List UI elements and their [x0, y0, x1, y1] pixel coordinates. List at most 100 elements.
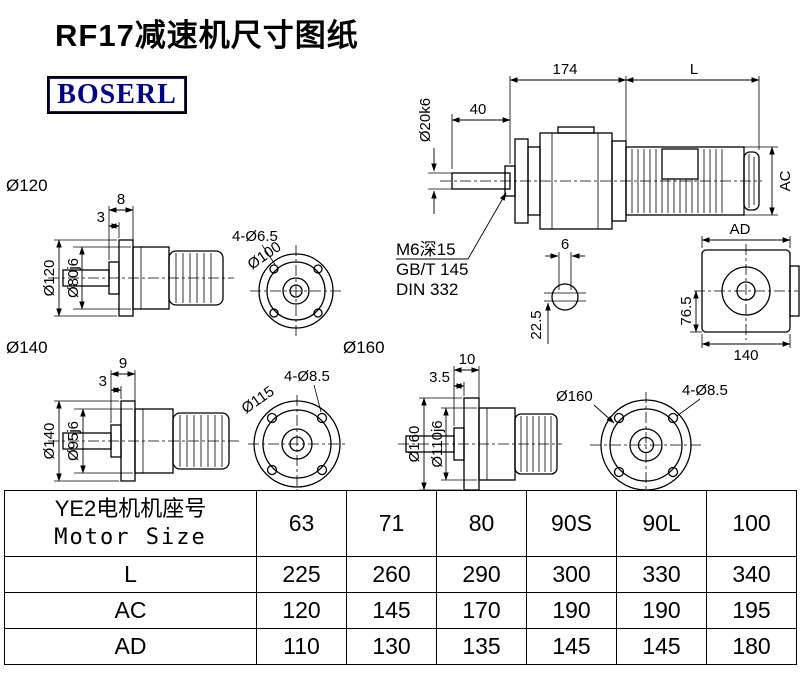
terminal-box [661, 148, 699, 180]
terminal-box-bg [662, 149, 698, 179]
dim-AC: AC [777, 170, 794, 191]
bolt-hole [667, 466, 679, 478]
table-cell: 145 [526, 628, 617, 665]
col-header-63: 63 [256, 490, 347, 557]
extension-lines [54, 239, 131, 317]
main-assembly-view: 174 L 40 Ø20k6 AC M6深15 GB/T 145 DIN 332 [396, 61, 794, 299]
table-cell: 190 [616, 592, 707, 629]
table-cell: 260 [346, 556, 437, 593]
row-label-AD: AD [4, 628, 257, 665]
label-holes: 4-Ø6.5 [232, 228, 278, 245]
extension-lines [108, 206, 134, 260]
table-row-AD: AD 110 130 135 145 145 180 [4, 628, 797, 665]
key-extension-lines [558, 252, 572, 290]
shaft-section-bg [552, 284, 578, 310]
bolt-hole [613, 412, 625, 424]
bore-circle [289, 284, 303, 298]
table-row-AC: AC 120 145 170 190 190 195 [4, 592, 797, 629]
flange-outer-circle [258, 253, 334, 329]
dim-8: 8 [117, 191, 125, 208]
bolt-hole [266, 412, 278, 424]
flange-view-100: 4-Ø6.5 Ø100 [232, 228, 342, 337]
view-120-side: 8 3 Ø120 Ø80j6 [41, 191, 234, 317]
extension-lines [701, 334, 791, 348]
leader-line [593, 404, 615, 424]
note-m6: M6深15 [396, 240, 456, 259]
fan-cover [743, 151, 760, 211]
section-label-140: Ø140 [6, 338, 48, 357]
dim-3: 3 [99, 373, 107, 390]
note-din: DIN 332 [396, 280, 458, 299]
note-leader [396, 192, 507, 260]
label-holes: 4-Ø8.5 [284, 368, 330, 385]
bolt-hole [269, 308, 279, 318]
cooling-fins [175, 253, 212, 303]
dim-d160: Ø160 [406, 426, 423, 463]
shaft-extension-lines [428, 172, 452, 190]
boserl-logo: BOSERL [47, 76, 187, 114]
shaft-circle [281, 428, 313, 460]
table-cell: 145 [616, 628, 707, 665]
table-cell: 110 [256, 628, 347, 665]
note-gbt: GB/T 145 [396, 260, 468, 279]
header-en: Motor Size [54, 524, 207, 550]
technical-drawing-canvas: Ø120 Ø140 Ø160 8 3 Ø120 Ø80j6 [6, 61, 800, 490]
rear-housing [168, 250, 224, 306]
dim-AD: AD [730, 221, 751, 238]
spigot-circle [262, 409, 332, 479]
table-cell: 340 [706, 556, 797, 593]
extension-lines [419, 397, 477, 490]
boserl-logo-text: BOSERL [57, 79, 177, 110]
shaft-key-section: 6 22.5 [528, 236, 586, 344]
extension-lines [110, 370, 136, 423]
label-holes: 4-Ø8.5 [682, 382, 728, 399]
table-row-L: L 225 260 290 300 330 340 [4, 556, 797, 593]
view-160-side: 10 3.5 Ø160 Ø110j6 [398, 351, 562, 490]
spigot-circle [266, 261, 326, 321]
leader-line [313, 384, 322, 413]
view-140-side: 9 3 Ø140 Ø95j6 [41, 355, 240, 482]
rear-housing [172, 412, 230, 470]
cooling-fins [179, 415, 223, 467]
flange-view-115: 4-Ø8.5 Ø115 [239, 368, 346, 490]
col-header-100: 100 [706, 490, 797, 557]
bolt-hole [316, 412, 328, 424]
dim-d110: Ø110j6 [429, 420, 446, 467]
table-cell: 130 [346, 628, 437, 665]
bolt-hole [316, 464, 328, 476]
dim-L: L [690, 61, 698, 78]
flange-outer-circle [253, 400, 341, 488]
table-cell: 195 [706, 592, 797, 629]
dim-3: 3 [97, 209, 105, 226]
motor-fins [631, 149, 723, 213]
label-bcd: Ø115 [239, 383, 278, 417]
dim-d80: Ø80j6 [65, 258, 82, 298]
centerlines [694, 244, 798, 340]
bolt-hole [266, 464, 278, 476]
flange-view-160: Ø160 4-Ø8.5 [556, 382, 728, 490]
table-header-row: YE2电机机座号 Motor Size 63 71 80 90S 90L 100 [4, 490, 797, 557]
cooling-fins [520, 416, 552, 472]
extension-lines [451, 76, 760, 169]
centerlines [590, 392, 702, 490]
col-header-80: 80 [436, 490, 527, 557]
dim-10: 10 [459, 351, 476, 368]
keyway-lines [544, 292, 586, 302]
centerlines [250, 245, 342, 337]
flange-outer-circle [600, 399, 692, 490]
spigot-circle [609, 408, 683, 482]
leader-line [261, 244, 277, 267]
section-label-120: Ø120 [6, 176, 48, 195]
table-cell: 170 [436, 592, 527, 629]
table-cell: 120 [256, 592, 347, 629]
extension-lines [453, 366, 480, 426]
col-header-90l: 90L [616, 490, 707, 557]
page-title: RF17减速机尺寸图纸 [55, 18, 359, 53]
bolt-hole [313, 264, 323, 274]
dim-174: 174 [552, 61, 577, 78]
shaft-section [551, 283, 579, 311]
dim-40: 40 [470, 101, 487, 118]
motor-end-view: AD 76.5 140 [678, 221, 800, 364]
fan-cover-lines [748, 154, 755, 208]
